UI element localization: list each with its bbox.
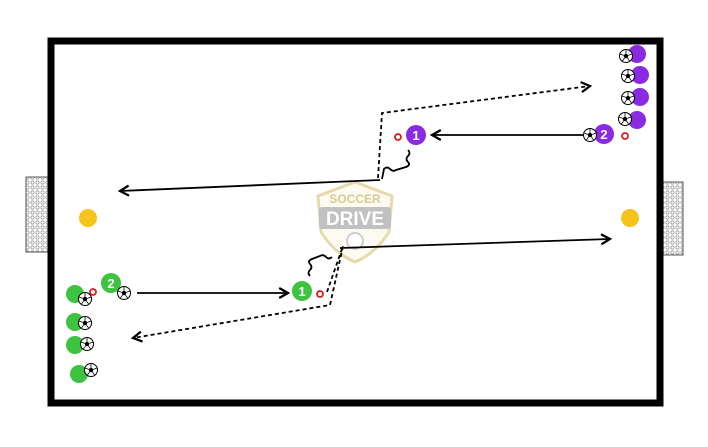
player-icon bbox=[628, 111, 646, 129]
player-icon bbox=[631, 88, 649, 106]
soccer-ball-icon bbox=[80, 337, 94, 351]
run-path bbox=[377, 81, 593, 179]
team-a-queue bbox=[66, 285, 98, 383]
right-goal-net-icon bbox=[661, 181, 684, 256]
cone-marker-icon bbox=[621, 209, 639, 227]
soccer-ball-icon bbox=[84, 363, 98, 377]
soccer-ball-icon bbox=[621, 69, 635, 83]
dribble-path bbox=[307, 254, 333, 277]
shot-arrow bbox=[339, 233, 613, 249]
shot-arrow bbox=[117, 179, 381, 197]
team-b-queue bbox=[618, 45, 649, 129]
soccer-ball-icon bbox=[619, 49, 633, 63]
cone-marker-icon bbox=[79, 209, 97, 227]
soccer-ball-icon bbox=[618, 112, 632, 126]
player-number: 2 bbox=[107, 276, 114, 291]
player-icon bbox=[70, 365, 88, 383]
marker-icon bbox=[89, 288, 97, 296]
team-b-player-2: 2 bbox=[583, 124, 614, 144]
marker-icon bbox=[394, 133, 402, 141]
logo-line1: SOCCER bbox=[329, 192, 381, 206]
soccer-drive-logo: SOCCER DRIVE bbox=[316, 180, 394, 264]
player-number: 1 bbox=[298, 284, 305, 299]
player-number: 1 bbox=[412, 128, 419, 143]
run-path bbox=[130, 245, 344, 343]
logo-line2: DRIVE bbox=[326, 209, 384, 230]
player-icon bbox=[631, 66, 649, 84]
team-a-player-1: 1 bbox=[292, 281, 312, 301]
soccer-ball-icon bbox=[621, 91, 635, 105]
soccer-ball-icon bbox=[78, 292, 92, 306]
soccer-ball-icon bbox=[583, 128, 597, 142]
left-goal-net-icon bbox=[25, 176, 49, 253]
soccer-ball-icon bbox=[117, 286, 131, 300]
marker-icon bbox=[621, 132, 629, 140]
marker-icon bbox=[316, 290, 324, 298]
team-b-player-1: 1 bbox=[406, 125, 426, 145]
dribble-path bbox=[381, 149, 411, 180]
team-a-player-2: 2 bbox=[101, 273, 131, 300]
soccer-ball-icon bbox=[78, 316, 92, 330]
player-icon bbox=[66, 336, 84, 354]
player-number: 2 bbox=[600, 127, 607, 142]
